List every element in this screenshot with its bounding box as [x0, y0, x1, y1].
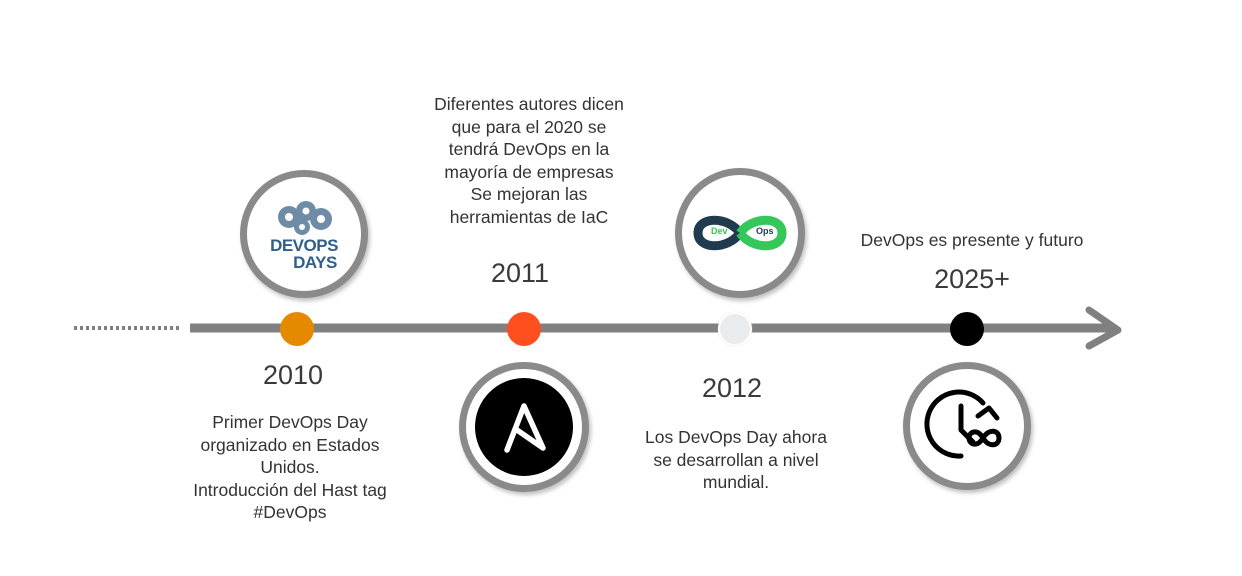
- devops-logo-text-dev: Dev: [711, 226, 728, 236]
- milestone-description-2011: Diferentes autores dicen que para el 202…: [434, 94, 624, 227]
- ansible-logo: [459, 362, 589, 492]
- milestone-description-2012: Los DevOps Day ahora se desarrollan a ni…: [645, 427, 827, 492]
- milestone-year-2011: 2011: [490, 258, 550, 288]
- milestone-year-2010: 2010: [262, 360, 324, 390]
- devopsdays-logo: DEVOPS DAYS: [240, 170, 368, 298]
- milestone-description-2010: Primer DevOps Day organizado en Estados …: [193, 412, 387, 522]
- future-logo: [903, 362, 1031, 490]
- milestone-dot-2012: [718, 312, 752, 346]
- devops-logo-text-ops: Ops: [756, 226, 774, 236]
- devopsdays-logo-text-1: DEVOPS: [270, 236, 338, 255]
- ansible-icon: [475, 378, 573, 476]
- clock-infinity-icon: [924, 389, 1002, 459]
- timeline-arrowhead-icon: [1085, 306, 1122, 350]
- milestone-year-2012: 2012: [701, 373, 763, 403]
- milestone-dot-2010: [280, 312, 314, 346]
- devops-logo: Dev Ops: [675, 168, 805, 298]
- milestone-year-2025: 2025+: [934, 264, 1010, 294]
- infinity-loop-icon: Dev Ops: [690, 208, 790, 258]
- milestone-dot-2011: [507, 312, 541, 346]
- devopsdays-logo-text-2: DAYS: [293, 253, 337, 272]
- gears-brain-icon: DEVOPS DAYS: [269, 197, 339, 271]
- milestone-description-2025: DevOps es presente y futuro: [860, 230, 1084, 250]
- milestone-dot-2025: [950, 312, 984, 346]
